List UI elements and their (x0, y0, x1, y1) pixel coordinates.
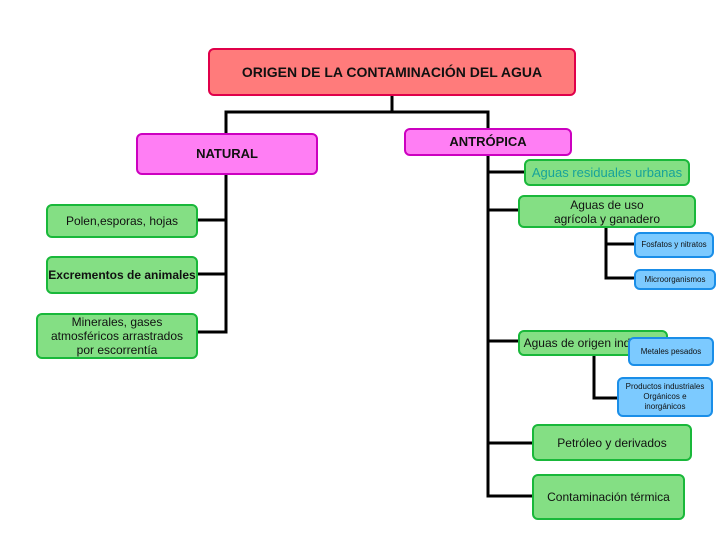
natural-node: NATURAL (136, 133, 318, 175)
minerales-node: Minerales, gases atmosféricos arrastrado… (36, 313, 198, 359)
petroleo-node: Petróleo y derivados (532, 424, 692, 461)
metales-node: Metales pesados (628, 337, 714, 366)
productos-node: Productos industriales Orgánicos e inorg… (617, 377, 713, 417)
microorganismos-node: Microorganismos (634, 269, 716, 290)
excrementos-node: Excrementos de animales (46, 256, 198, 294)
antropica-node: ANTRÓPICA (404, 128, 572, 156)
termica-node: Contaminación térmica (532, 474, 685, 520)
aguas-agricola-node: Aguas de uso agrícola y ganadero (518, 195, 696, 228)
root-node: ORIGEN DE LA CONTAMINACIÓN DEL AGUA (208, 48, 576, 96)
fosfatos-node: Fosfatos y nitratos (634, 232, 714, 258)
aguas-urbanas-node: Aguas residuales urbanas (524, 159, 690, 186)
polen-node: Polen,esporas, hojas (46, 204, 198, 238)
